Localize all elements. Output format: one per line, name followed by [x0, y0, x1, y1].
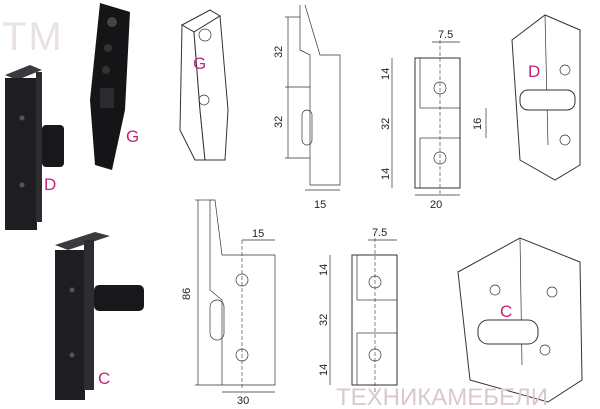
watermark-text: ТЕХНИКАМЕБЕЛИ — [336, 384, 548, 409]
dim-c-top: 15 — [252, 228, 264, 240]
dim-g-upper: 32 — [273, 46, 285, 58]
dim-g-lower: 32 — [273, 116, 285, 128]
label-c-drawing: C — [500, 302, 512, 321]
dim-d-width: 20 — [430, 199, 442, 211]
dim-d-lower: 14 — [380, 168, 392, 180]
dim-c-upper: 14 — [318, 264, 330, 276]
drawing-bracket-c-front — [329, 238, 398, 392]
photo-bracket-d — [5, 65, 64, 230]
dim-g-width: 15 — [314, 199, 326, 211]
label-g-photo: G — [126, 127, 139, 146]
dim-d-slot: 16 — [472, 118, 484, 130]
dim-d-mid: 32 — [380, 118, 392, 130]
dim-c-lower: 14 — [318, 364, 330, 376]
photo-hook-g — [90, 3, 130, 170]
drawing-bracket-d-front — [391, 40, 487, 196]
drawing-bracket-c-iso — [457, 237, 583, 403]
dim-c-mid: 32 — [318, 314, 330, 326]
drawing-bracket-d-iso — [511, 14, 581, 181]
label-d-drawing: D — [528, 62, 540, 81]
watermark-logo: TM — [2, 15, 64, 59]
dim-c-width: 30 — [237, 395, 249, 407]
label-d-photo: D — [44, 175, 56, 194]
drawing-hook-g-side — [285, 4, 341, 191]
dim-c-top-front: 7.5 — [372, 227, 387, 239]
label-c-photo: C — [98, 369, 110, 388]
label-g-drawing: G — [193, 54, 206, 73]
drawing-hook-g-iso — [179, 9, 229, 161]
dim-c-height: 86 — [181, 288, 193, 300]
dim-d-upper: 14 — [380, 68, 392, 80]
photo-bracket-c — [55, 232, 144, 400]
drawing-bracket-c-side — [195, 199, 276, 393]
dim-d-top: 7.5 — [438, 29, 453, 41]
